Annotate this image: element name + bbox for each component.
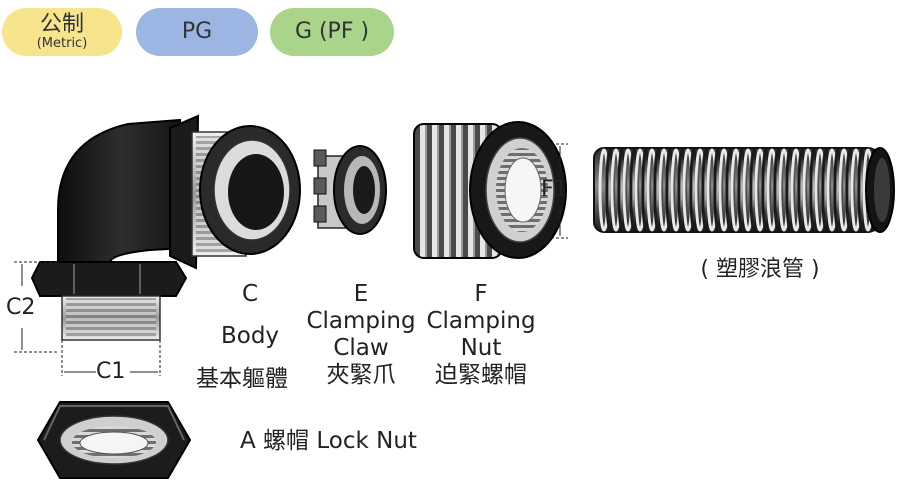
tab-g-pf[interactable]: G (PF ) bbox=[270, 8, 394, 56]
tab-pg-label: PG bbox=[181, 19, 213, 44]
tube-text: ( 塑膠浪管 ) bbox=[700, 257, 820, 282]
part-e-name-2: Claw bbox=[333, 335, 389, 361]
part-e-letter: E bbox=[353, 281, 369, 307]
tab-metric[interactable]: 公制 (Metric) bbox=[2, 8, 122, 56]
f1-dimension bbox=[536, 143, 568, 239]
part-e-label: E Clamping Claw 夾緊爪 bbox=[306, 281, 416, 389]
part-f-label: F Clamping Nut 迫緊螺帽 bbox=[426, 281, 536, 389]
c2-dimension bbox=[14, 261, 58, 353]
part-c-name: Body bbox=[220, 323, 280, 349]
part-e-cn: 夾緊爪 bbox=[326, 362, 396, 388]
part-c-letter: C bbox=[241, 281, 259, 307]
part-c-cn: 基本軀體 bbox=[196, 366, 288, 392]
tab-metric-sublabel: (Metric) bbox=[36, 36, 88, 51]
tab-pg[interactable]: PG bbox=[136, 8, 258, 56]
tab-metric-label: 公制 bbox=[39, 12, 84, 37]
c1-dimension bbox=[61, 340, 161, 376]
part-f-letter: F bbox=[474, 281, 488, 307]
f1-label: F1 bbox=[541, 177, 568, 202]
part-f-name-1: Clamping bbox=[426, 308, 536, 334]
part-a-text: A 螺帽 Lock Nut bbox=[240, 428, 417, 454]
elbow-body bbox=[30, 114, 301, 341]
part-c-cn-label: 基本軀體 bbox=[196, 366, 288, 393]
part-f-name-2: Nut bbox=[460, 335, 502, 361]
lock-nut bbox=[36, 401, 192, 479]
corrugated-tube bbox=[593, 147, 895, 233]
c2-label: C2 bbox=[6, 295, 36, 320]
c1-label: C1 bbox=[96, 359, 126, 384]
part-c-label: C Body bbox=[218, 281, 282, 350]
tube-ridges bbox=[598, 148, 879, 232]
clamping-claw bbox=[313, 145, 387, 235]
part-a-label: A 螺帽 Lock Nut bbox=[240, 428, 417, 455]
part-f-cn: 迫緊螺帽 bbox=[435, 362, 527, 388]
tube-label: ( 塑膠浪管 ) bbox=[670, 256, 850, 283]
part-e-name-1: Clamping bbox=[306, 308, 416, 334]
tab-g-pf-label: G (PF ) bbox=[294, 19, 370, 44]
clamping-nut bbox=[413, 121, 567, 259]
